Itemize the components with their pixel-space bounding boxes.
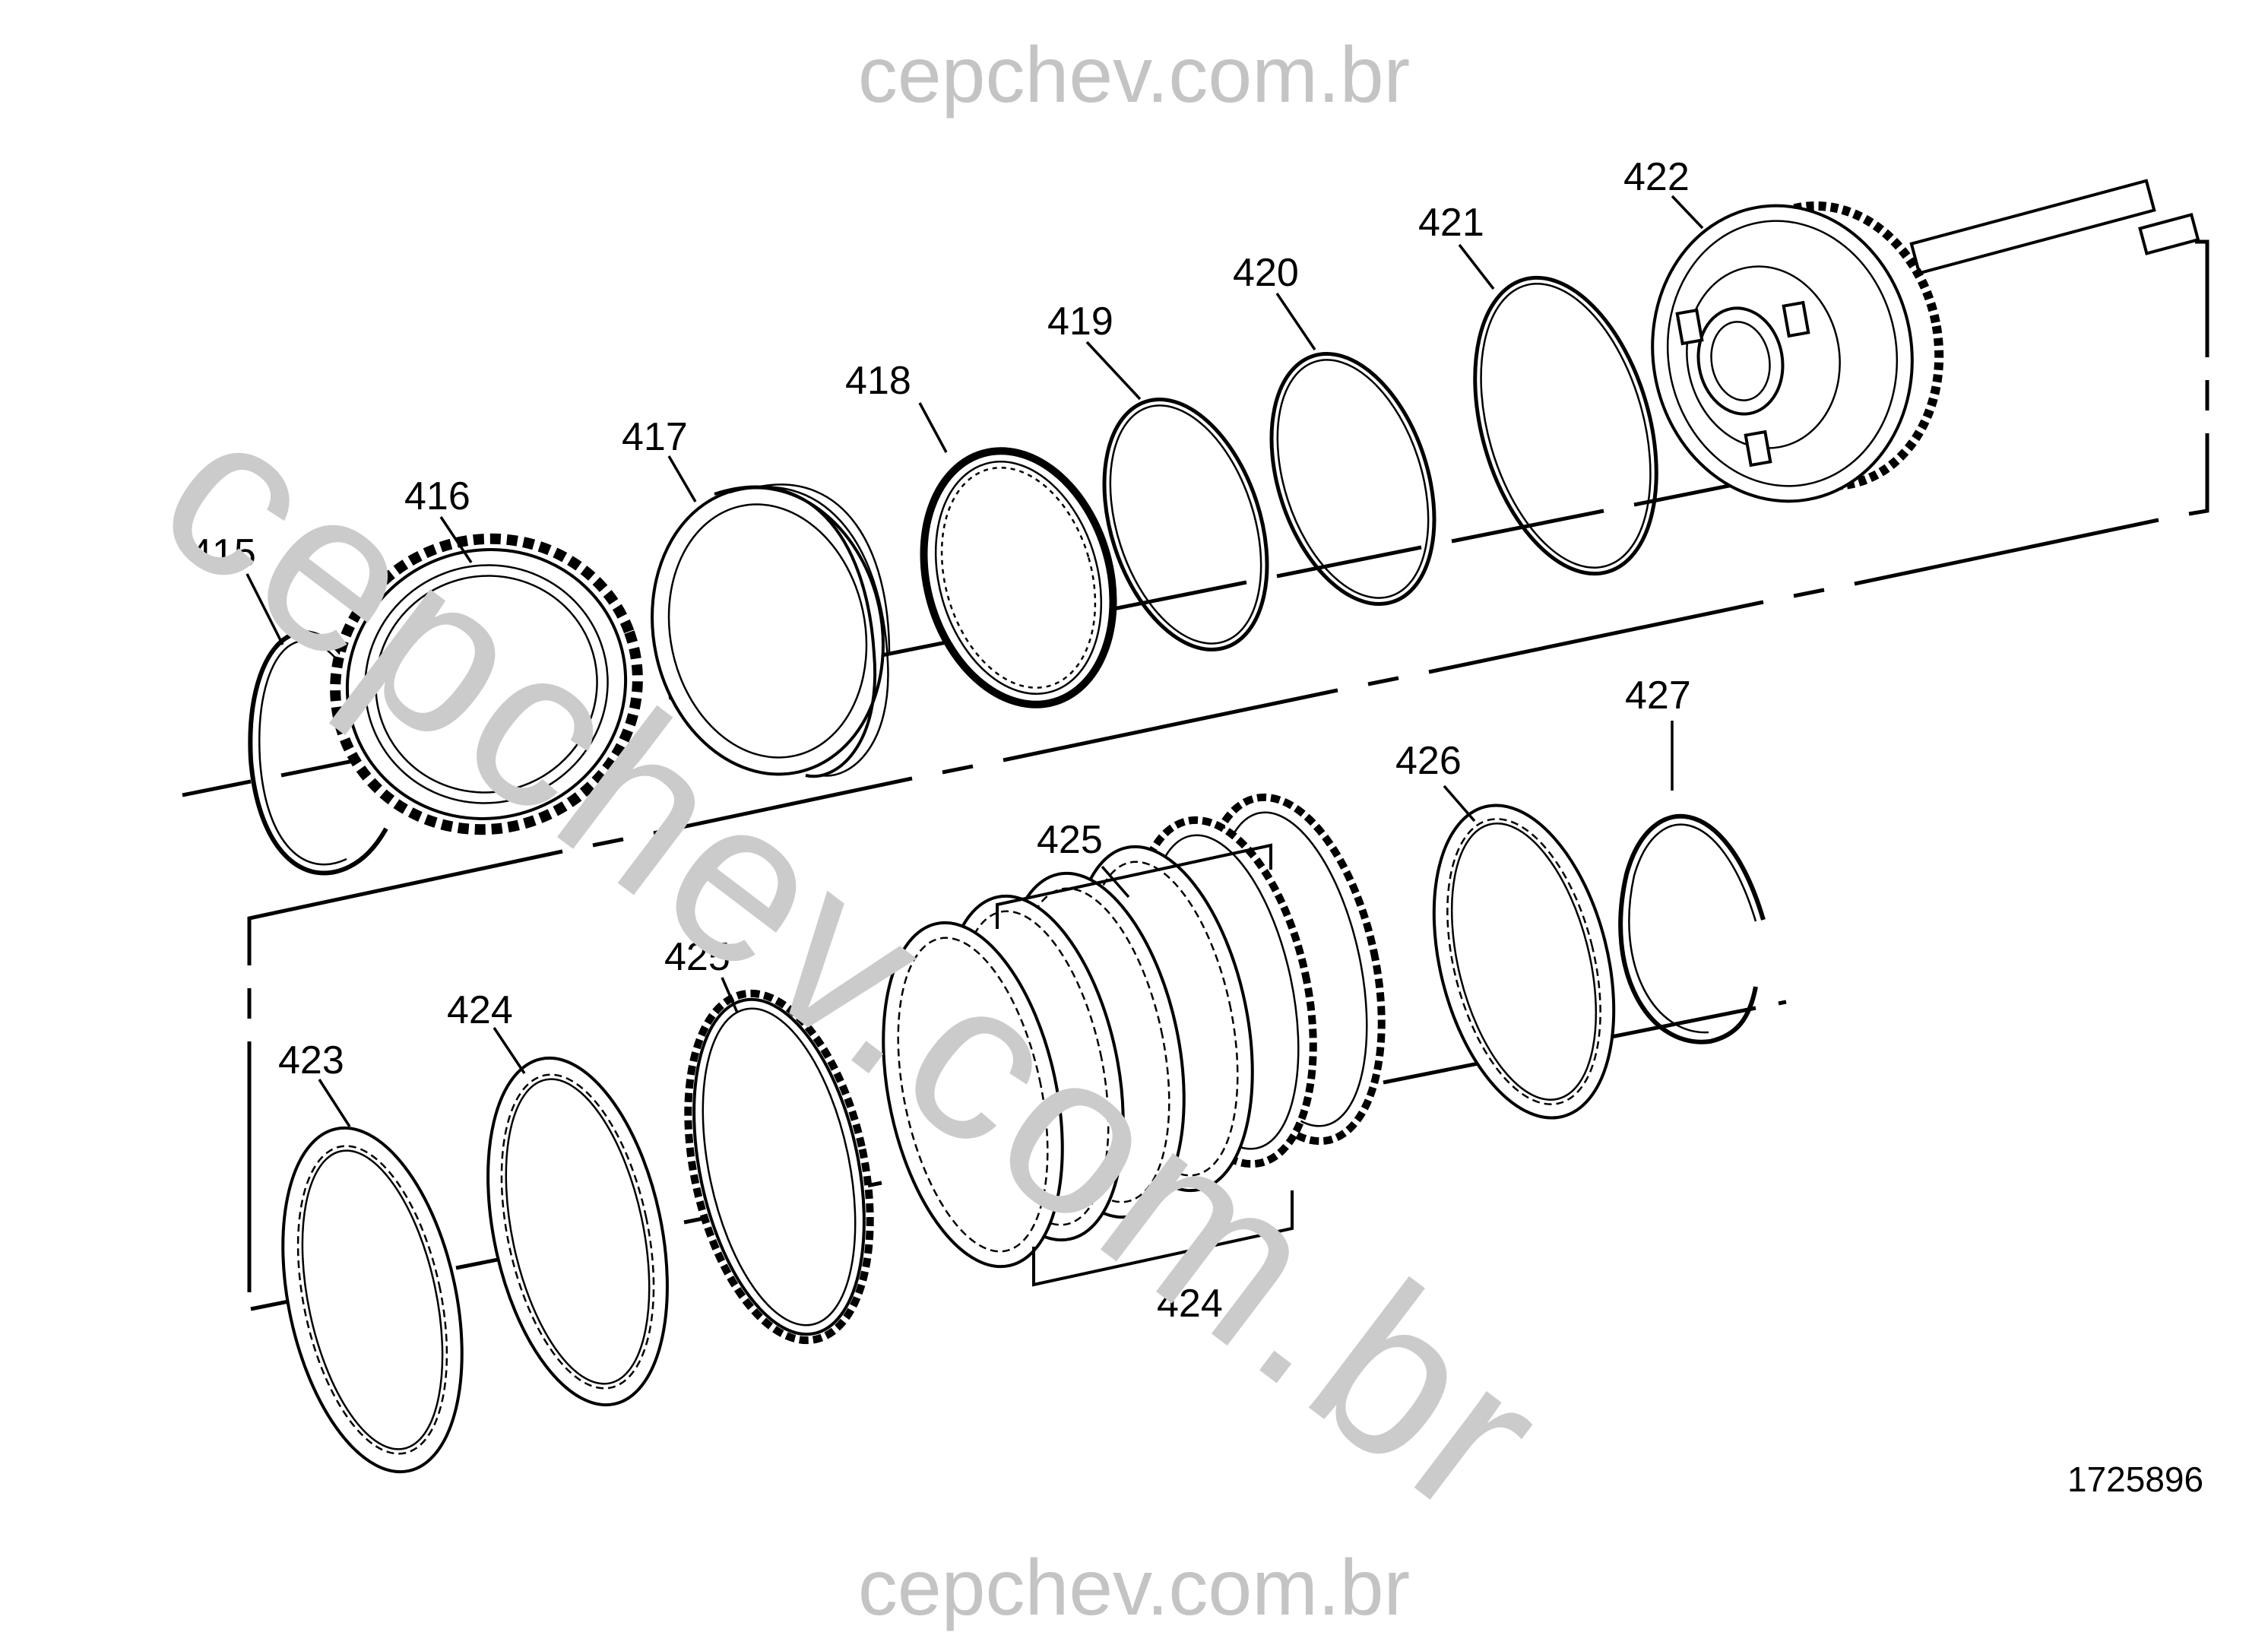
label-420: 420 xyxy=(1233,251,1299,295)
connector-dashed-line xyxy=(247,239,2209,1292)
part-421-seal xyxy=(1473,275,1658,576)
part-423-plate xyxy=(281,1126,464,1474)
label-424-bottom: 424 xyxy=(1157,1282,1223,1326)
label-427: 427 xyxy=(1625,674,1691,718)
label-424: 424 xyxy=(447,988,513,1032)
part-415-snap-ring xyxy=(248,630,388,876)
watermark-bottom: cepchev.com.br xyxy=(857,1544,1411,1632)
label-425: 425 xyxy=(664,935,730,979)
part-420-seal xyxy=(1269,352,1437,606)
label-421: 421 xyxy=(1418,201,1484,245)
callout-labels: 415 416 417 418 419 420 421 422 423 424 … xyxy=(190,155,2203,1499)
part-424-plate-left xyxy=(486,1056,669,1407)
part-426-plate xyxy=(1432,803,1616,1120)
label-423: 423 xyxy=(278,1038,344,1082)
leader-lines xyxy=(245,195,1704,1127)
label-416: 416 xyxy=(404,474,470,518)
part-425-plate-left xyxy=(684,989,874,1345)
label-417: 417 xyxy=(622,415,688,459)
part-clutch-pack xyxy=(882,793,1386,1269)
bracket-425 xyxy=(996,843,1272,929)
part-422-housing xyxy=(1651,179,2200,503)
label-425-top: 425 xyxy=(1037,818,1103,862)
part-419-seal xyxy=(1102,398,1269,651)
figure-id: 1725896 xyxy=(2067,1460,2203,1499)
part-418-ring xyxy=(920,447,1117,708)
label-415: 415 xyxy=(190,531,256,575)
part-427-snap-ring xyxy=(1618,813,1766,1044)
bracket-424 xyxy=(1032,1190,1294,1287)
part-416-toothed-plate xyxy=(330,533,643,835)
part-417-piston xyxy=(651,483,891,778)
label-418: 418 xyxy=(845,359,911,403)
label-422: 422 xyxy=(1623,155,1690,199)
watermark-top: cepchev.com.br xyxy=(857,31,1411,119)
label-419: 419 xyxy=(1047,300,1113,344)
label-426: 426 xyxy=(1395,739,1462,783)
